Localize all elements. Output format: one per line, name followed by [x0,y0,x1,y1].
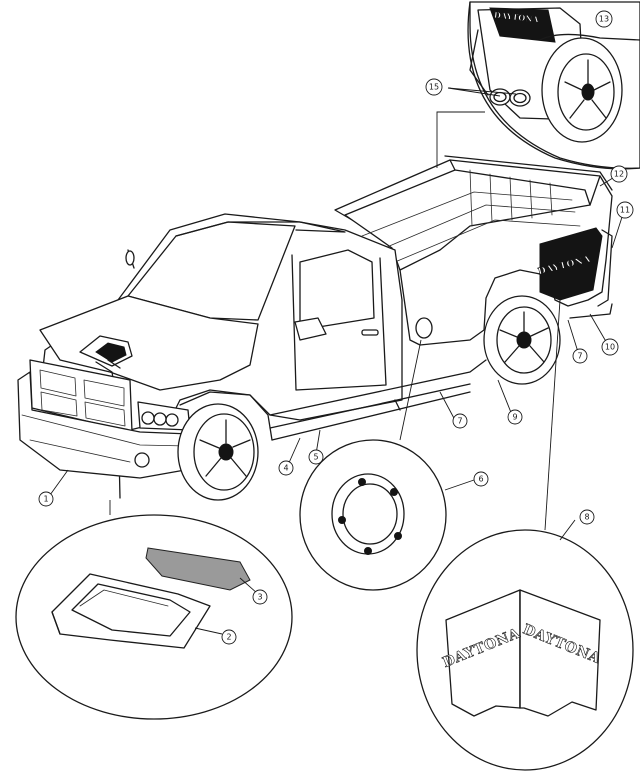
callout-10: 10 [601,338,619,356]
svg-text:11: 11 [620,206,630,215]
svg-text:1: 1 [43,495,48,504]
exhaust-tip [489,88,511,106]
svg-text:9: 9 [512,413,517,422]
inset-rear-exhaust: DAYTONA [467,1,640,170]
scoop-insert-part [145,547,251,591]
callout-7-rocker: 7 [452,413,468,429]
svg-text:4: 4 [283,464,288,473]
front-wheel [177,403,259,501]
callout-5: 5 [308,449,324,465]
inset-hood-scoop [15,514,293,720]
callout-13: 13 [595,10,613,28]
callout-15: 15 [425,78,443,96]
callout-12: 12 [610,165,628,183]
callout-7-bed: 7 [572,348,588,364]
inset-decal: DAYTONA DAYTONA [416,529,634,771]
svg-text:6: 6 [478,475,483,484]
svg-text:15: 15 [429,83,439,92]
svg-text:13: 13 [599,15,609,24]
svg-text:8: 8 [584,513,589,522]
side-window [299,249,375,331]
rear-wheel [483,295,561,385]
svg-text:5: 5 [313,453,318,462]
callout-8: 8 [579,509,595,525]
hood-scoop-part [51,573,211,649]
exhaust-tip [509,89,531,107]
hood [39,295,259,391]
svg-text:3: 3 [257,593,262,602]
decal-sheet-right [519,589,601,717]
inset-fuel-door [299,439,447,591]
callout-9: 9 [507,409,523,425]
callout-group: 1 2 3 4 5 6 7 7 [38,10,634,645]
callout-4: 4 [278,460,294,476]
svg-text:7: 7 [457,417,462,426]
svg-text:12: 12 [614,170,624,179]
callout-6: 6 [473,471,489,487]
truck-illustration: DAYTONA [17,155,613,501]
callout-1: 1 [38,491,54,507]
svg-text:7: 7 [577,352,582,361]
callout-2: 2 [221,629,237,645]
fuel-door [415,317,433,339]
svg-text:2: 2 [226,633,231,642]
bed-side-decal [539,227,603,301]
callout-11: 11 [616,201,634,219]
callout-3: 3 [252,589,268,605]
side-mirror [294,317,327,341]
headlight [137,401,191,431]
svg-text:10: 10 [605,343,615,352]
